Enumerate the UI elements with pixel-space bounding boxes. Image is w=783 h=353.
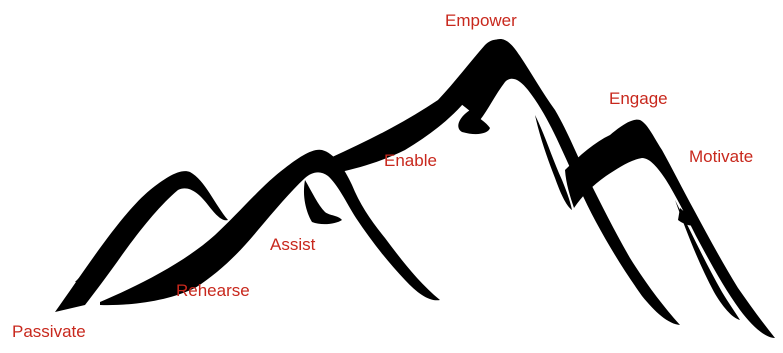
mountain-peak-3 [450, 38, 680, 326]
mountain-peak-2 [100, 149, 440, 306]
label-engage: Engage [609, 89, 668, 108]
label-passivate: Passivate [12, 322, 86, 341]
label-empower: Empower [445, 11, 517, 30]
mountain-peak-4-spur [678, 208, 700, 226]
mountain-peak-3-inner [535, 115, 572, 210]
mountain-peak-3-spur [458, 110, 490, 135]
label-enable: Enable [384, 151, 437, 170]
mountain-peak-1-inner [75, 213, 148, 282]
label-rehearse: Rehearse [176, 281, 250, 300]
label-motivate: Motivate [689, 147, 754, 166]
mountain-peak-4 [565, 119, 775, 338]
mountain-peak-1 [55, 171, 228, 312]
mountain-peak-2-inner [210, 197, 272, 262]
label-assist: Assist [270, 235, 316, 254]
mountain-peak-2-spur [303, 180, 342, 225]
